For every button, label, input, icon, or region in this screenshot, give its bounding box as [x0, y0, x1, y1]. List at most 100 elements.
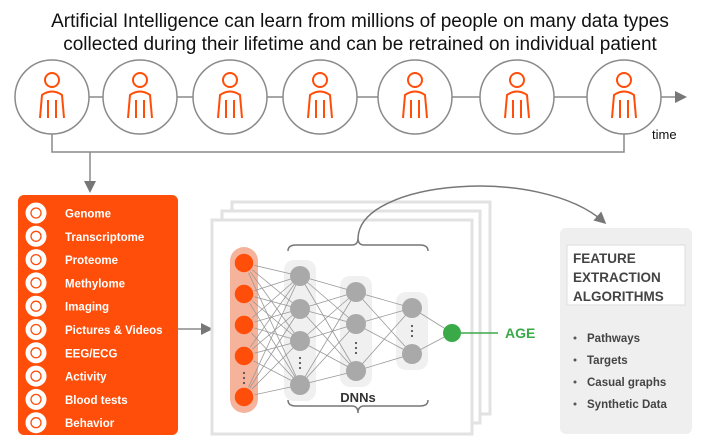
- bullet: [573, 358, 577, 362]
- dna-icon: [25, 202, 47, 224]
- ellipsis-dot: [410, 334, 414, 338]
- ellipsis-dot: [354, 346, 358, 350]
- nn-edge: [243, 308, 301, 398]
- stage-circle: [192, 59, 268, 135]
- nn-edge: [243, 308, 301, 357]
- time-label: time: [652, 127, 677, 142]
- output-node: [443, 324, 461, 342]
- adult-man-icon: [307, 72, 333, 119]
- dnns-label: DNNs: [340, 390, 375, 405]
- nn-edge: [299, 291, 357, 386]
- stage-circle: [377, 59, 453, 135]
- nn-edge: [243, 262, 301, 386]
- protein-icon: [25, 249, 47, 271]
- timeline-stage: [282, 59, 358, 135]
- hospital-bed-icon: [611, 72, 637, 119]
- head-brain-icon: [25, 412, 47, 434]
- feature-title-line: EXTRACTION: [573, 270, 661, 285]
- input-node: [233, 283, 255, 305]
- data-type-label: Transcriptome: [65, 232, 144, 244]
- wheelchair-patient-icon: [504, 72, 530, 119]
- input-node: [233, 345, 255, 367]
- input-node: [233, 314, 255, 336]
- input-node: [233, 386, 255, 408]
- data-type-label: Proteome: [65, 255, 118, 267]
- title-line-2: collected during their lifetime and can …: [63, 34, 657, 55]
- hidden-node: [402, 298, 422, 318]
- blood-test-icon: [25, 388, 47, 410]
- hidden-node: [290, 266, 310, 286]
- data-type-item: Methylome: [25, 272, 125, 294]
- graduate-icon: [217, 72, 243, 119]
- ellipsis-dot: [242, 381, 246, 385]
- nn-edge: [243, 275, 301, 398]
- nn-edge: [243, 293, 301, 342]
- data-type-item: Genome: [25, 202, 111, 224]
- data-types-panel: [18, 195, 178, 435]
- nn-edge: [299, 291, 357, 342]
- ellipsis-dot: [354, 341, 358, 345]
- ellipsis-dot: [298, 366, 302, 370]
- input-node: [233, 252, 255, 274]
- feature-item: Targets: [587, 355, 628, 367]
- feature-item: Pathways: [587, 333, 640, 345]
- timeline-stage: [102, 59, 178, 135]
- child-icon: [127, 72, 153, 119]
- ellipsis-dot: [242, 376, 246, 380]
- nn-edge: [243, 275, 301, 357]
- data-type-label: Behavior: [65, 418, 115, 430]
- bullet: [573, 380, 577, 384]
- nn-edge: [299, 323, 357, 386]
- data-type-label: EEG/ECG: [65, 348, 117, 360]
- timeline-stage: [192, 59, 268, 135]
- hidden-node: [290, 331, 310, 351]
- feature-title-line: FEATURE: [573, 251, 636, 266]
- nn-edge: [299, 275, 357, 372]
- nn-edge: [243, 340, 301, 398]
- spine-xray-icon: [25, 295, 47, 317]
- running-icon: [25, 365, 47, 387]
- ellipsis-dot: [410, 329, 414, 333]
- ellipsis-dot: [242, 371, 246, 375]
- data-type-item: Pictures & Videos: [25, 319, 163, 340]
- nn-edge: [299, 275, 357, 325]
- baby-icon: [39, 72, 65, 119]
- data-type-item: Activity: [25, 365, 107, 387]
- nn-edge: [299, 340, 357, 372]
- bullet: [573, 336, 577, 340]
- data-type-label: Genome: [65, 209, 111, 221]
- nn-edge: [243, 262, 301, 310]
- age-label: AGE: [505, 325, 535, 341]
- hidden-node: [346, 361, 366, 381]
- ellipsis-dot: [410, 324, 414, 328]
- nn-edge: [243, 275, 301, 326]
- timeline-stage: [479, 59, 555, 135]
- nn-edge: [355, 307, 413, 372]
- hidden-node: [402, 344, 422, 364]
- stage-circle: [282, 59, 358, 135]
- hidden-node: [346, 282, 366, 302]
- feature-item: Synthetic Data: [587, 399, 667, 411]
- timeline-stage: [586, 59, 662, 135]
- ellipsis-dot: [354, 351, 358, 355]
- data-type-item: Proteome: [25, 249, 118, 271]
- bottom-brace: [287, 399, 429, 414]
- nn-edge: [299, 308, 357, 372]
- data-type-label: Activity: [65, 372, 107, 384]
- feature-title-box: [566, 244, 686, 306]
- nn-edge: [243, 324, 301, 386]
- ellipsis-dot: [298, 356, 302, 360]
- data-type-label: Methylome: [65, 278, 125, 290]
- stage-circle: [102, 59, 178, 135]
- nn-edge: [243, 262, 301, 342]
- data-type-item: Imaging: [25, 295, 109, 317]
- nn-edge: [243, 293, 301, 386]
- ellipsis-dot: [298, 361, 302, 365]
- hidden-node: [290, 299, 310, 319]
- elderly-walker-icon: [402, 72, 428, 119]
- data-type-item: Blood tests: [25, 388, 128, 410]
- transcript-icon: [25, 225, 47, 247]
- data-type-item: Behavior: [25, 412, 115, 434]
- data-type-item: Transcriptome: [25, 225, 144, 247]
